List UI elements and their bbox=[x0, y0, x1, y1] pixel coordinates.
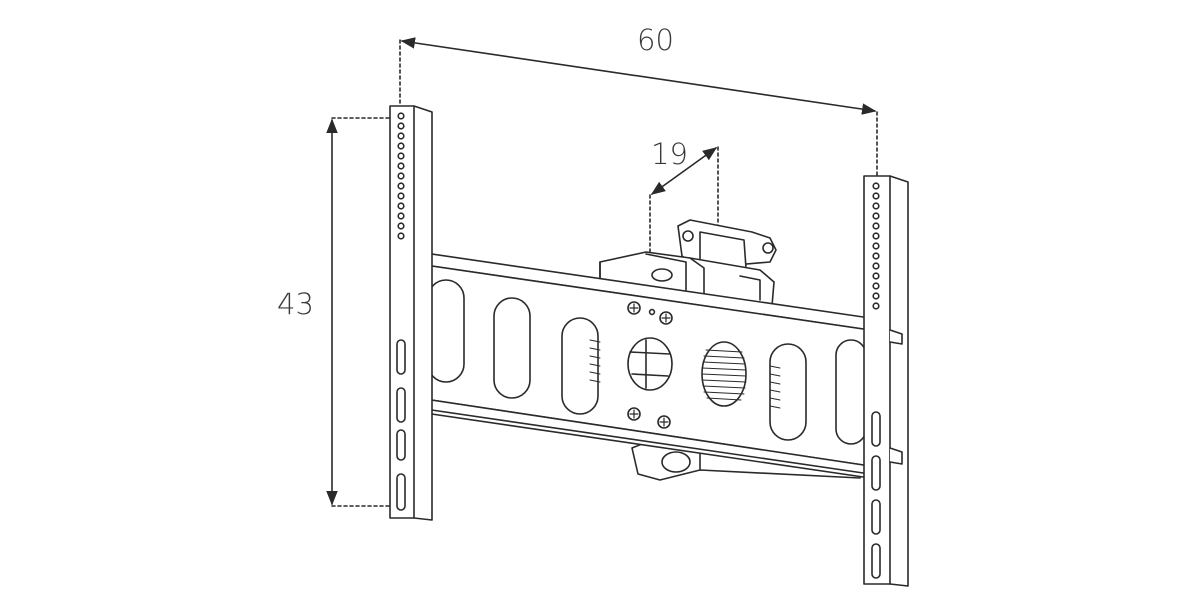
right-vertical-arm bbox=[863, 175, 909, 587]
width-dimension-arrow bbox=[400, 37, 877, 115]
right-arm-holes bbox=[872, 182, 880, 310]
height-dimension bbox=[326, 117, 393, 507]
center-mount-hole bbox=[627, 337, 673, 391]
swivel-arm-assembly bbox=[599, 219, 861, 481]
width-dimension-label: 60 bbox=[637, 23, 674, 57]
depth-dimension-label: 19 bbox=[651, 137, 688, 171]
left-arm-holes bbox=[397, 112, 405, 240]
left-vertical-arm bbox=[389, 105, 433, 521]
height-dimension-label: 43 bbox=[277, 287, 314, 321]
width-dimension bbox=[399, 37, 878, 179]
screws bbox=[627, 301, 673, 429]
rail-slots bbox=[427, 279, 867, 445]
depth-dimension-arrow bbox=[650, 147, 718, 195]
vent-grille bbox=[701, 341, 747, 407]
